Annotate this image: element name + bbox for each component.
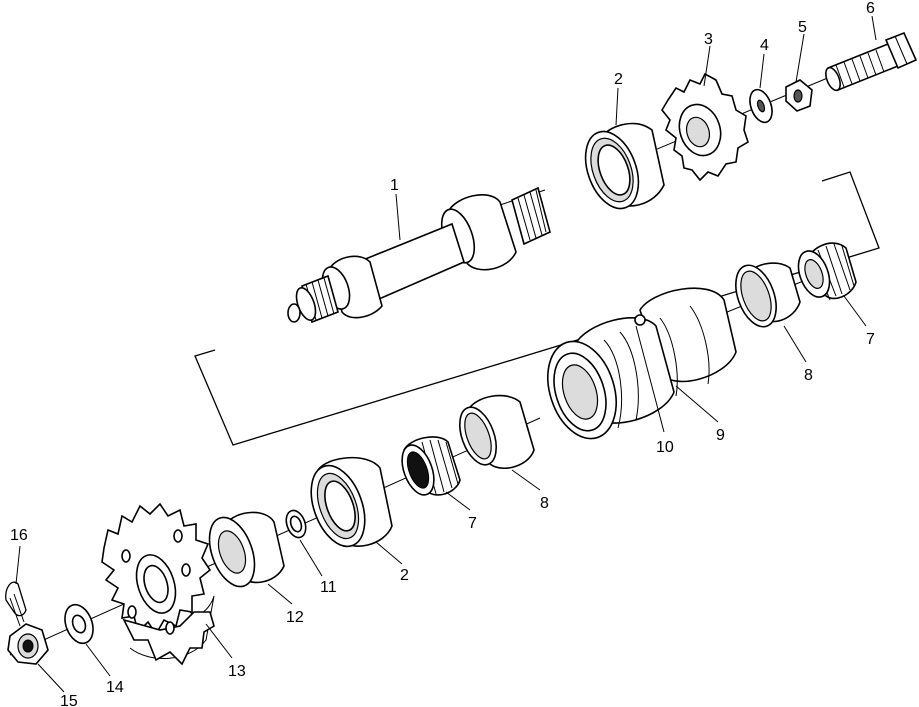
cotter-pin	[5, 581, 27, 627]
small-washer	[285, 509, 307, 539]
bolt	[825, 31, 918, 92]
small-sprocket	[661, 72, 749, 182]
tapered-bearing-lower	[401, 436, 461, 496]
callout-9: 9	[716, 427, 725, 444]
assembly-bracket	[194, 171, 880, 446]
hex-nut	[7, 623, 49, 665]
callout-4: 4	[760, 37, 769, 54]
bearing-upper	[584, 122, 665, 210]
race-lower	[458, 394, 535, 470]
grease-fitting	[634, 314, 646, 326]
callout-3: 3	[704, 31, 713, 48]
spacer	[208, 511, 285, 588]
callout-10: 10	[656, 439, 674, 456]
large-sprocket	[101, 502, 215, 666]
bearing-housing	[547, 287, 737, 440]
callout-8-right: 8	[804, 367, 813, 384]
callout-5: 5	[798, 19, 807, 36]
callout-2-lower: 2	[400, 567, 409, 584]
callout-6: 6	[866, 0, 875, 17]
race-right	[735, 262, 801, 328]
callout-7-right: 7	[866, 331, 875, 348]
callout-15: 15	[60, 693, 78, 707]
washer-lower	[64, 603, 94, 645]
washer-upper	[749, 88, 773, 124]
callout-11: 11	[320, 579, 337, 596]
callout-16: 16	[10, 527, 28, 544]
callout-7-lower: 7	[468, 515, 477, 532]
callout-12: 12	[286, 609, 304, 626]
callout-8-lower: 8	[540, 495, 549, 512]
leader-lines	[15, 15, 877, 693]
callout-2-upper: 2	[614, 71, 623, 88]
main-shaft	[287, 186, 551, 324]
callout-13: 13	[228, 663, 246, 680]
tapered-bearing-right	[797, 242, 857, 301]
bearing-lower	[310, 456, 393, 548]
castle-nut	[785, 79, 813, 112]
callout-1: 1	[390, 177, 399, 194]
callout-14: 14	[106, 679, 124, 696]
